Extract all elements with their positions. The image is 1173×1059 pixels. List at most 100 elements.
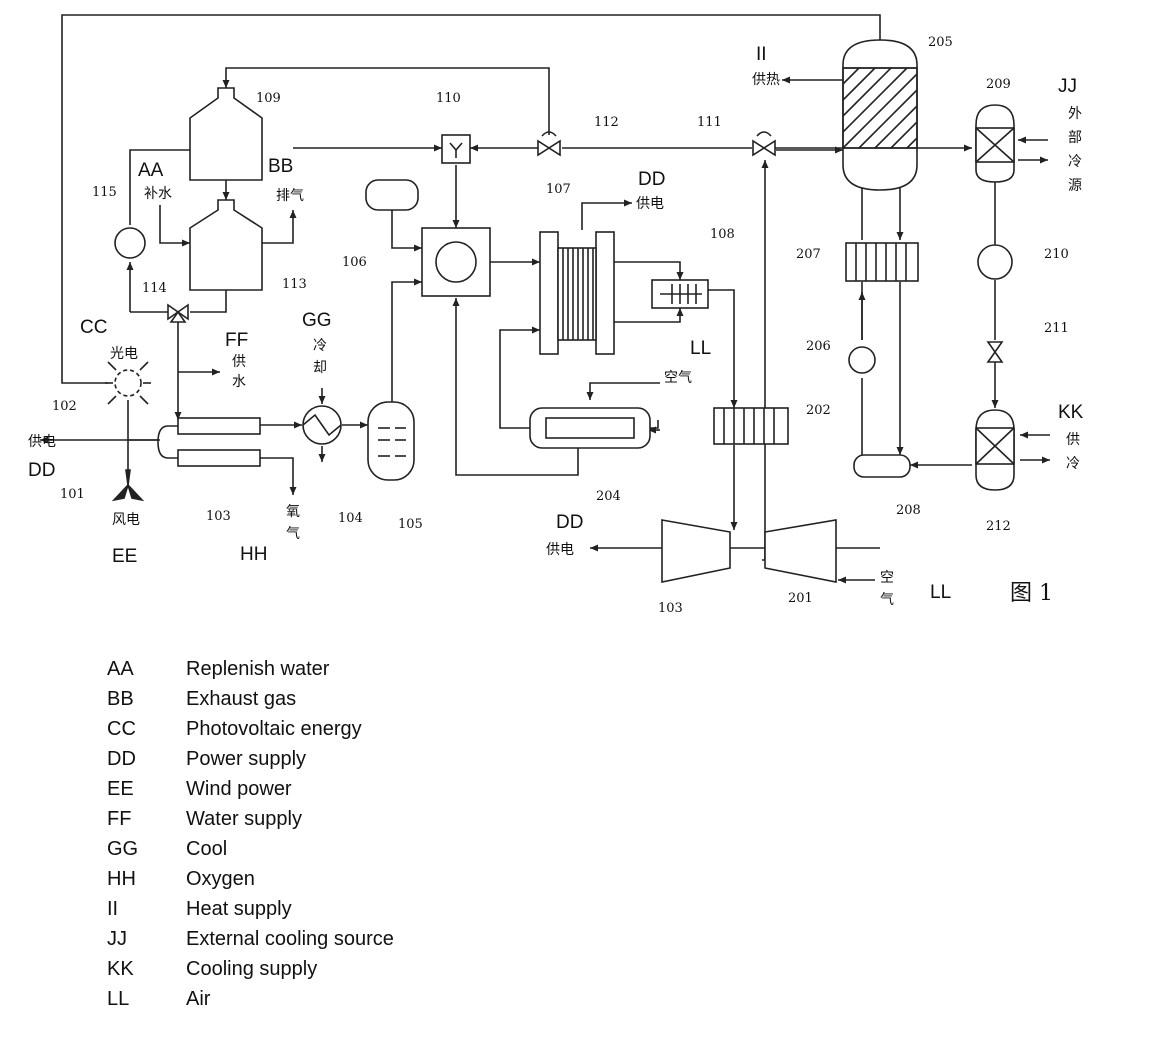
label-206: 206 <box>806 339 831 354</box>
valve-211 <box>988 342 1002 362</box>
label-111: 111 <box>697 115 722 130</box>
code-DD-left: DD <box>28 460 55 481</box>
legend-code: II <box>107 898 118 921</box>
code-DD-fuelcell: DD <box>638 169 665 190</box>
label-209: 209 <box>986 77 1011 92</box>
storage-tank <box>366 180 418 210</box>
cn-gongdian-turbine: 供电 <box>546 542 574 558</box>
code-EE: EE <box>112 546 137 567</box>
pump-210 <box>978 245 1012 279</box>
fuel-cell-107 <box>540 232 614 354</box>
cn-gongdian-left: 供电 <box>28 434 56 450</box>
label-205: 205 <box>928 35 953 50</box>
label-105: 105 <box>398 517 423 532</box>
cn-gongshui-2: 水 <box>232 374 246 390</box>
code-JJ: JJ <box>1058 76 1077 97</box>
cn-gongleng-2: 冷 <box>1066 456 1080 472</box>
legend-text: Photovoltaic energy <box>186 718 362 741</box>
photovoltaic-102 <box>105 362 151 404</box>
legend-code: DD <box>107 748 136 771</box>
label-204: 204 <box>596 489 621 504</box>
cn-gongre: 供热 <box>752 72 780 88</box>
cn-paiqi: 排气 <box>276 188 304 204</box>
cn-gongshui-1: 供 <box>232 354 246 370</box>
valve-112 <box>538 132 560 155</box>
label-108: 108 <box>710 227 735 242</box>
legend-code: LL <box>107 988 129 1011</box>
code-II: II <box>756 44 767 65</box>
reformer-106 <box>422 228 490 296</box>
cn-kongqi-2: 气 <box>880 592 894 608</box>
electrolyzer-103 <box>158 418 260 466</box>
cn-waibu-1: 外 <box>1068 106 1082 122</box>
label-112: 112 <box>594 115 619 130</box>
cn-gongleng-1: 供 <box>1066 432 1080 448</box>
wind-turbine-101 <box>114 470 142 500</box>
tank-109 <box>190 88 262 180</box>
valve-111 <box>753 132 775 155</box>
label-106: 106 <box>342 255 367 270</box>
label-104: 104 <box>338 511 363 526</box>
label-201: 201 <box>788 591 813 606</box>
cn-kongqi-1: 空 <box>880 570 894 586</box>
label-211: 211 <box>1044 321 1069 336</box>
legend-text: Heat supply <box>186 898 292 921</box>
legend-code: CC <box>107 718 136 741</box>
cooler-104 <box>303 406 341 444</box>
code-FF: FF <box>225 330 248 351</box>
code-LL-108: LL <box>690 338 711 359</box>
system-diagram: 101 102 103 104 105 106 107 108 109 110 … <box>0 0 1173 640</box>
legend-code: AA <box>107 658 134 681</box>
cn-waibu-2: 部 <box>1068 130 1082 146</box>
label-109: 109 <box>256 91 281 106</box>
legend-code: GG <box>107 838 138 861</box>
label-101: 101 <box>60 487 85 502</box>
legend-text: External cooling source <box>186 928 394 951</box>
legend-text: Replenish water <box>186 658 329 681</box>
cn-gongdian-fuelcell: 供电 <box>636 196 664 212</box>
recuperator-202 <box>714 408 788 444</box>
label-115: 115 <box>92 185 117 200</box>
separator-105 <box>368 402 414 480</box>
tank-208 <box>854 455 910 477</box>
label-208: 208 <box>896 503 921 518</box>
label-210: 210 <box>1044 247 1069 262</box>
turbine-103 <box>662 520 730 582</box>
legend-text: Cooling supply <box>186 958 317 981</box>
cn-fengdian: 风电 <box>112 512 140 528</box>
cn-waibu-3: 冷 <box>1068 154 1082 170</box>
pump-115 <box>115 228 145 258</box>
label-212: 212 <box>986 519 1011 534</box>
cn-guangdian: 光电 <box>110 346 138 362</box>
code-BB: BB <box>268 156 293 177</box>
legend-text: Exhaust gas <box>186 688 296 711</box>
legend-code: KK <box>107 958 134 981</box>
code-HH: HH <box>240 544 267 565</box>
legend-text: Water supply <box>186 808 302 831</box>
valve-114 <box>168 305 188 322</box>
legend-code: FF <box>107 808 131 831</box>
code-LL-compressor: LL <box>930 582 951 603</box>
code-CC: CC <box>80 317 107 338</box>
compressor-201 <box>765 520 836 582</box>
legend-text: Air <box>186 988 210 1011</box>
mixer-110 <box>442 135 470 163</box>
legend-text: Cool <box>186 838 227 861</box>
heat-exchanger-108 <box>652 280 708 308</box>
legend-code: JJ <box>107 928 127 951</box>
legend-code: BB <box>107 688 134 711</box>
label-113: 113 <box>282 277 307 292</box>
code-AA: AA <box>138 160 164 181</box>
pump-206 <box>849 347 875 373</box>
cn-lengque-2: 却 <box>313 360 327 376</box>
legend-text: Power supply <box>186 748 306 771</box>
code-GG: GG <box>302 310 332 331</box>
combustor-204 <box>530 408 650 448</box>
vessel-209 <box>976 105 1014 182</box>
cn-kongqi-204: 空气 <box>664 370 692 386</box>
label-102: 102 <box>52 399 77 414</box>
heat-exchanger-207 <box>846 243 918 281</box>
legend-code: EE <box>107 778 134 801</box>
code-KK: KK <box>1058 402 1084 423</box>
label-103: 103 <box>206 509 231 524</box>
